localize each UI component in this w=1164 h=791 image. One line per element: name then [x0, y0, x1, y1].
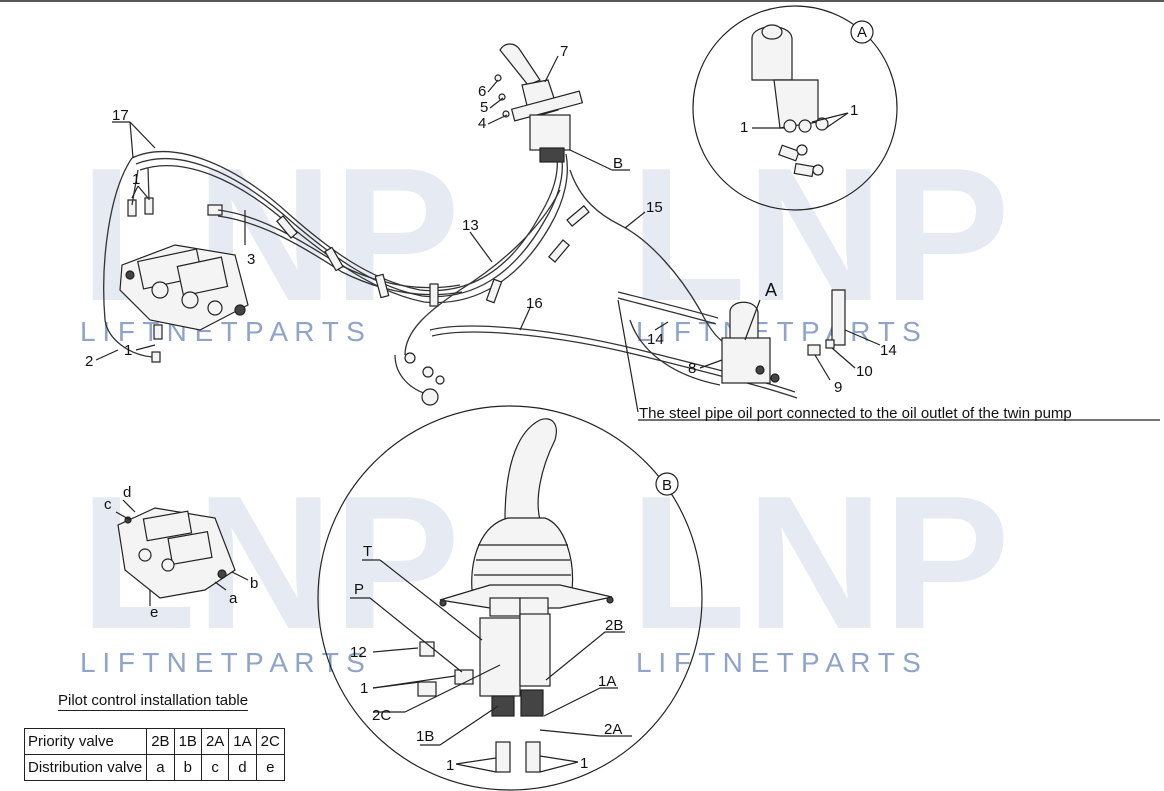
table-cell: c	[200, 754, 230, 781]
detail-b-callout-1: 1	[360, 680, 368, 697]
callout-5: 5	[480, 99, 488, 116]
fittings-left	[127, 197, 223, 363]
callout-4: 4	[478, 115, 486, 132]
valve-port-b: b	[250, 575, 258, 592]
table-cell: 2B	[146, 728, 175, 755]
valve-port-c: c	[104, 496, 112, 513]
steel-pipe-port	[394, 352, 445, 406]
detail-b-callout-1-bottom-left: 1	[446, 757, 454, 774]
table-cell: 2A	[200, 728, 230, 755]
table-cell: 1B	[173, 728, 202, 755]
detail-a-callout-1-right: 1	[850, 102, 858, 119]
watermark-logo-bottom-right: LNP	[630, 457, 1010, 669]
callout-1-left: 1	[132, 171, 140, 188]
table-row: Priority valve 2B 1B 2A 1A 2C	[23, 728, 285, 755]
callout-16: 16	[526, 295, 543, 312]
table-row: Distribution valve a b c d e	[23, 754, 285, 781]
callout-6: 6	[478, 83, 486, 100]
detail-b	[317, 405, 703, 791]
callout-7: 7	[560, 43, 568, 60]
callout-8: 8	[688, 360, 696, 377]
callout-3: 3	[247, 251, 255, 268]
callout-1-lower: 1	[124, 342, 132, 359]
distribution-valve-ports	[115, 499, 249, 606]
watermark: LNP LNP LNP LNP L I F T N E T P A R T S …	[80, 129, 1010, 678]
watermark-brand-top-left: L I F T N E T P A R T S	[80, 316, 365, 347]
detail-a	[692, 5, 898, 211]
watermark-brand-top-right: L I F T N E T P A R T S	[636, 316, 921, 347]
callout-leaders	[95, 55, 1160, 421]
steel-pipe-note: The steel pipe oil port connected to the…	[639, 405, 1072, 422]
table-cell: a	[146, 754, 175, 781]
valve-port-e: e	[150, 604, 158, 621]
watermark-brand-bottom-right: L I F T N E T P A R T S	[636, 647, 921, 678]
port-2c-label: 2C	[372, 707, 391, 724]
callout-13: 13	[462, 217, 479, 234]
port-1b-label: 1B	[416, 728, 434, 745]
table-cell: 1A	[228, 728, 257, 755]
valve-port-a: a	[229, 590, 238, 607]
table-cell: e	[255, 754, 285, 781]
port-1a-label: 1A	[598, 673, 616, 690]
table-cell: b	[173, 754, 202, 781]
detail-b-marker: B	[662, 477, 672, 494]
port-2a-label: 2A	[604, 721, 622, 738]
detail-a-callout-1-left: 1	[740, 119, 748, 136]
callout-2: 2	[85, 353, 93, 370]
valve-port-d: d	[123, 484, 131, 501]
installation-table-title: Pilot control installation table	[58, 692, 249, 711]
row-head-distribution-valve: Distribution valve	[23, 754, 148, 781]
pilot-control-installation-table: Priority valve 2B 1B 2A 1A 2C Distributi…	[23, 728, 285, 781]
distribution-valve-block	[119, 244, 249, 331]
callout-14-right: 14	[880, 342, 897, 359]
callout-9: 9	[834, 379, 842, 396]
detail-b-callout-1-bottom-right: 1	[580, 755, 588, 772]
priority-valve	[721, 289, 846, 384]
callout-14-left: 14	[647, 331, 664, 348]
port-t-label: T	[363, 543, 372, 560]
main-assembly	[95, 43, 1160, 421]
joystick	[494, 43, 584, 163]
hose-clamps	[276, 205, 590, 307]
watermark-brand-bottom-left: L I F T N E T P A R T S	[80, 647, 365, 678]
port-2b-label: 2B	[605, 617, 623, 634]
callout-17: 17	[112, 107, 129, 124]
table-cell: 2C	[255, 728, 285, 755]
callout-a-valve: A	[765, 280, 777, 300]
callout-12: 12	[350, 644, 367, 661]
watermark-logo-top-right: LNP	[630, 129, 1010, 341]
callout-b-hose: B	[613, 155, 623, 172]
detail-a-marker: A	[857, 24, 867, 41]
callout-15: 15	[646, 199, 663, 216]
callout-10: 10	[856, 363, 873, 380]
watermark-logo-top: LNP	[80, 129, 460, 341]
row-head-priority-valve: Priority valve	[23, 728, 148, 755]
table-cell: d	[228, 754, 257, 781]
port-p-label: P	[354, 581, 364, 598]
